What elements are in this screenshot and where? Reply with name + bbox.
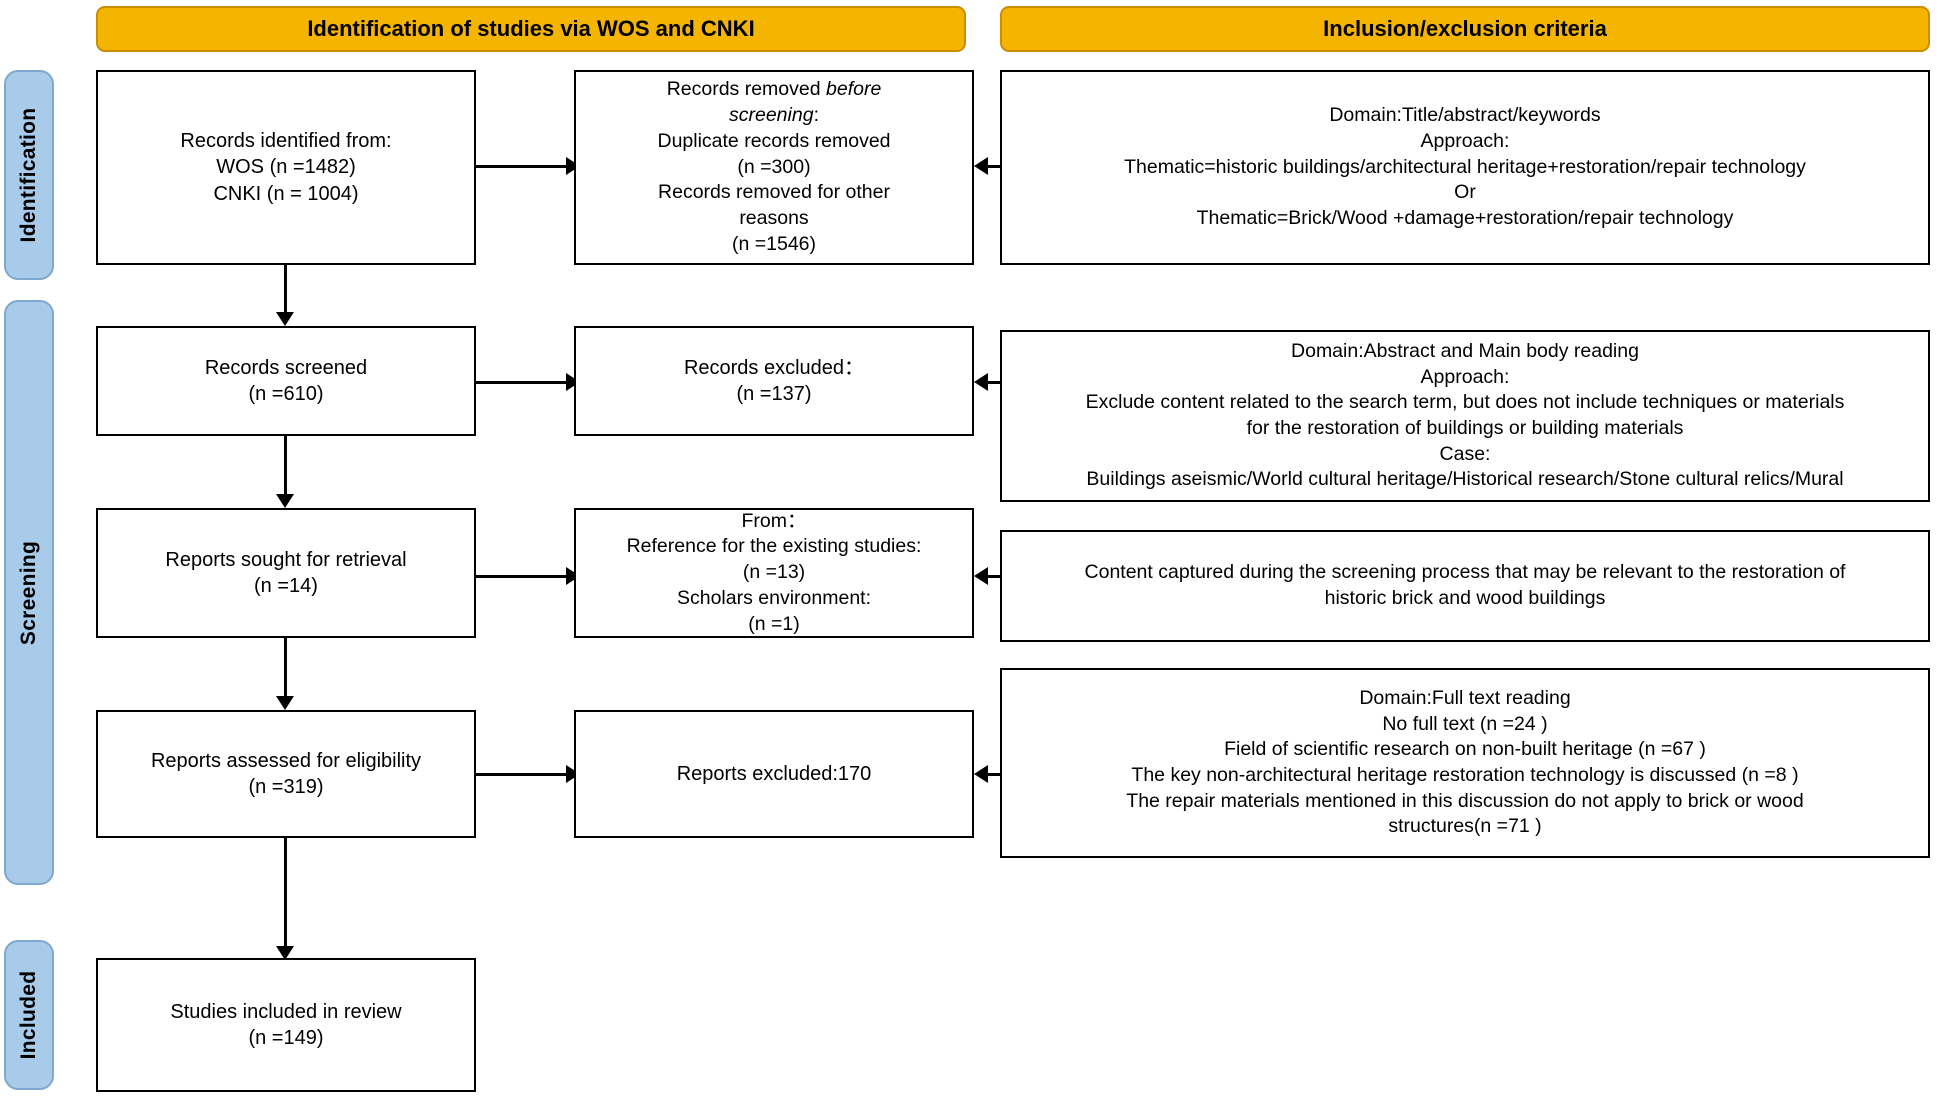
stage-tab-identification-label: Identification — [17, 107, 40, 243]
arrowhead-criteria4-to-excluded — [974, 765, 988, 783]
banner-inclusion-exclusion-criteria: Inclusion/exclusion criteria — [1000, 6, 1930, 52]
banner-identification-studies: Identification of studies via WOS and CN… — [96, 6, 966, 52]
box-criteria-eligibility: Domain:Full text reading No full text (n… — [1000, 668, 1930, 858]
connector-assessed-to-included — [284, 838, 287, 950]
arrowhead-criteria3-to-from — [974, 567, 988, 585]
box-from-sources: From： Reference for the existing studies… — [574, 508, 974, 638]
connector-screened-to-excluded — [476, 381, 570, 384]
connector-screened-to-sought — [284, 436, 287, 496]
records-removed-italic-before: before — [826, 78, 882, 101]
arrowhead-identified-to-screened — [276, 312, 294, 326]
records-removed-rest: : Duplicate records removed (n =300) Rec… — [657, 104, 891, 255]
box-criteria-identification: Domain:Title/abstract/keywords Approach:… — [1000, 70, 1930, 265]
records-removed-italic-screening: screening — [729, 104, 814, 127]
stage-tab-identification: Identification — [4, 70, 54, 280]
records-removed-text: Records removed before screening: Duplica… — [657, 77, 890, 257]
stage-tab-included: Included — [4, 940, 54, 1090]
box-records-excluded: Records excluded： (n =137) — [574, 326, 974, 436]
connector-identified-to-removed — [476, 165, 570, 168]
box-criteria-retrieval: Content captured during the screening pr… — [1000, 530, 1930, 642]
connector-assessed-to-excluded — [476, 773, 570, 776]
connector-identified-to-screened — [284, 265, 287, 315]
box-records-removed-before-screening: Records removed before screening: Duplica… — [574, 70, 974, 265]
box-records-screened: Records screened (n =610) — [96, 326, 476, 436]
arrowhead-criteria2-to-excluded — [974, 373, 988, 391]
connector-sought-to-assessed — [284, 638, 287, 698]
stage-tab-screening: Screening — [4, 300, 54, 885]
arrowhead-criteria1-to-removed — [974, 157, 988, 175]
arrowhead-assessed-to-included — [276, 946, 294, 960]
box-studies-included: Studies included in review (n =149) — [96, 958, 476, 1092]
box-reports-assessed: Reports assessed for eligibility (n =319… — [96, 710, 476, 838]
records-removed-lead: Records removed — [666, 78, 827, 101]
stage-tab-included-label: Included — [17, 970, 40, 1060]
stage-tab-screening-label: Screening — [17, 540, 40, 645]
box-records-identified: Records identified from: WOS (n =1482) C… — [96, 70, 476, 265]
connector-sought-to-from — [476, 575, 570, 578]
box-reports-excluded: Reports excluded:170 — [574, 710, 974, 838]
arrowhead-sought-to-assessed — [276, 696, 294, 710]
box-criteria-screening: Domain:Abstract and Main body reading Ap… — [1000, 330, 1930, 502]
arrowhead-screened-to-sought — [276, 494, 294, 508]
box-reports-sought: Reports sought for retrieval (n =14) — [96, 508, 476, 638]
